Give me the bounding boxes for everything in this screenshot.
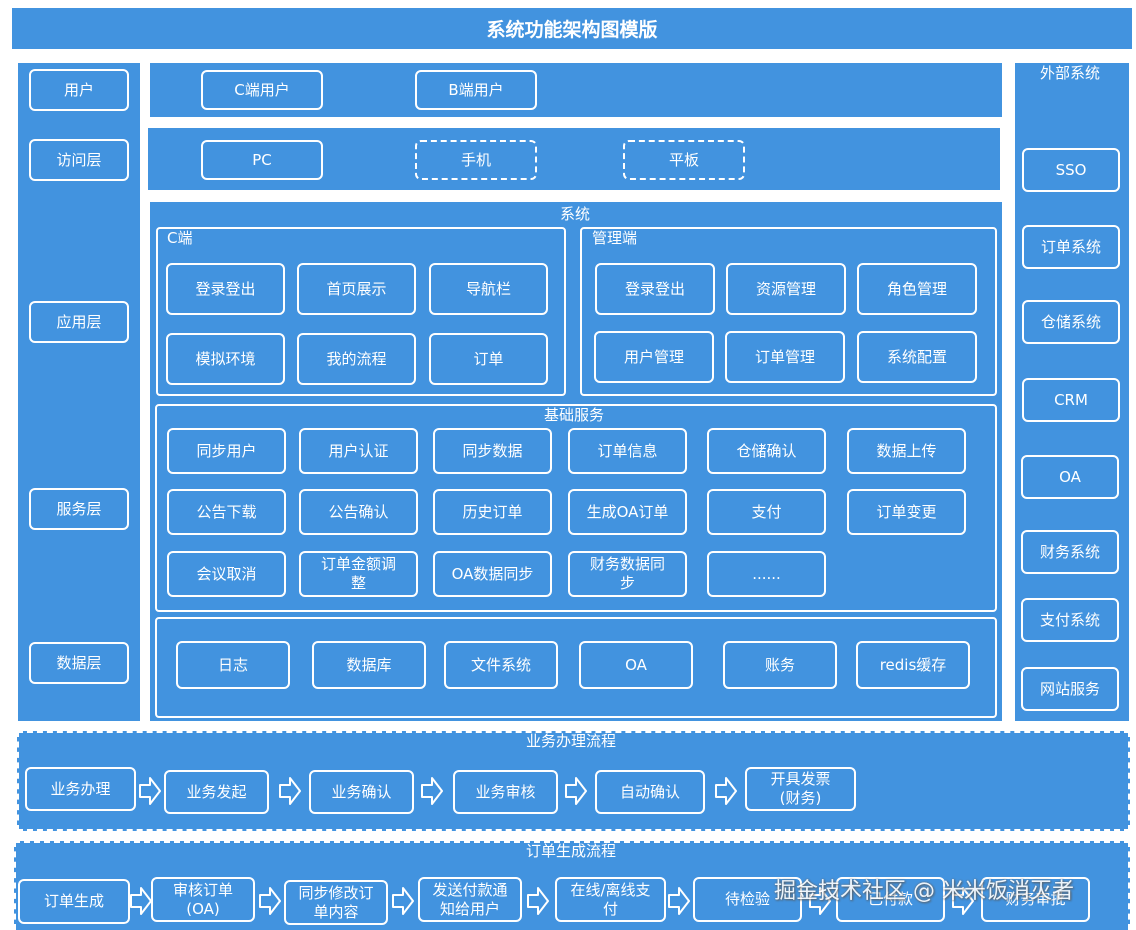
business-flow-step: 开具发票 (财务) [745,767,856,811]
data-group [155,617,997,718]
admin-item: 系统配置 [857,331,977,383]
layer-data: 数据层 [29,642,129,684]
base-service-item: 同步用户 [167,428,286,474]
user-c-end: C端用户 [201,70,323,110]
arrow-right-icon [139,777,161,805]
external-system-item: 财务系统 [1021,530,1119,574]
business-flow-step: 自动确认 [595,770,705,814]
order-flow-step: 待检验 [693,877,802,922]
base-service-item: 财务数据同 步 [568,551,687,597]
business-flow-label: 业务办理流程 [526,732,617,750]
external-system-item: CRM [1022,378,1120,422]
layer-application: 应用层 [29,301,129,343]
c-end-item: 登录登出 [166,263,285,315]
access-mobile: 手机 [415,140,537,180]
external-system-item: OA [1021,455,1119,499]
arrow-right-icon [279,777,301,805]
arrow-right-icon [565,777,587,805]
arrow-right-icon [392,887,414,915]
c-end-label: C端 [167,229,193,247]
c-end-item: 我的流程 [297,333,416,385]
arrow-right-icon [809,887,831,915]
access-tablet: 平板 [623,140,745,180]
admin-item: 用户管理 [594,331,714,383]
arrow-right-icon [130,887,152,915]
admin-item: 订单管理 [725,331,845,383]
arrow-right-icon [527,887,549,915]
access-pc: PC [201,140,323,180]
base-service-item: 订单金额调 整 [299,551,418,597]
business-flow-step: 业务审核 [453,770,558,814]
layer-service: 服务层 [29,488,129,530]
arrow-right-icon [421,777,443,805]
business-flow-step: 业务发起 [164,770,269,814]
external-system-item: 订单系统 [1022,225,1120,269]
page-title: 系统功能架构图模版 [12,8,1132,49]
user-b-end: B端用户 [415,70,537,110]
base-service-item: 订单信息 [568,428,687,474]
admin-label: 管理端 [592,229,638,247]
base-service-item: 支付 [707,489,826,535]
admin-item: 角色管理 [857,263,977,315]
data-item: 日志 [176,641,290,689]
base-service-item: 数据上传 [847,428,966,474]
admin-group [580,227,997,396]
watermark-text: 掘金技术社区 @ 米米饭消灭者 [774,879,1074,904]
external-systems-label: 外部系统 [1040,64,1101,82]
order-flow-step: 财务审批 [981,877,1090,922]
data-item: 账务 [723,641,837,689]
business-flow-step: 业务确认 [309,770,414,814]
admin-item: 登录登出 [595,263,715,315]
base-service-item: OA数据同步 [433,551,552,597]
c-end-item: 模拟环境 [166,333,285,385]
external-system-item: 网站服务 [1021,667,1119,711]
order-flow-step: 同步修改订 单内容 [284,880,388,925]
data-item: OA [579,641,693,689]
order-flow-step: 在线/离线支 付 [555,877,666,922]
external-system-item: 支付系统 [1021,598,1119,642]
base-service-item: 同步数据 [433,428,552,474]
arrow-right-icon [668,887,690,915]
data-item: 数据库 [312,641,426,689]
arrow-right-icon [259,887,281,915]
base-service-item: 历史订单 [433,489,552,535]
external-system-item: 仓储系统 [1022,300,1120,344]
order-flow-step: 已付款 [836,877,945,922]
arrow-right-icon [715,777,737,805]
layer-user: 用户 [29,69,129,111]
base-service-item: 公告下载 [167,489,286,535]
arrow-right-icon [952,887,974,915]
system-label: 系统 [560,205,591,223]
business-flow-step: 业务办理 [25,767,136,811]
base-services-label: 基础服务 [544,406,605,424]
data-item: redis缓存 [856,641,970,689]
order-flow-label: 订单生成流程 [526,842,617,860]
c-end-item: 导航栏 [429,263,548,315]
data-item: 文件系统 [444,641,558,689]
order-flow-step: 审核订单 (OA) [151,877,255,922]
base-service-item: 会议取消 [167,551,286,597]
base-service-item: 公告确认 [299,489,418,535]
order-flow-step: 发送付款通 知给用户 [418,877,522,922]
c-end-item: 首页展示 [297,263,416,315]
layer-access: 访问层 [29,139,129,181]
base-services-group [155,404,997,612]
base-service-item: 用户认证 [299,428,418,474]
c-end-group [156,227,566,396]
base-service-item: 生成OA订单 [568,489,687,535]
base-service-item: ...... [707,551,826,597]
base-service-item: 仓储确认 [707,428,826,474]
admin-item: 资源管理 [726,263,846,315]
c-end-item: 订单 [429,333,548,385]
external-system-item: SSO [1022,148,1120,192]
order-flow-step: 订单生成 [18,879,130,924]
base-service-item: 订单变更 [847,489,966,535]
